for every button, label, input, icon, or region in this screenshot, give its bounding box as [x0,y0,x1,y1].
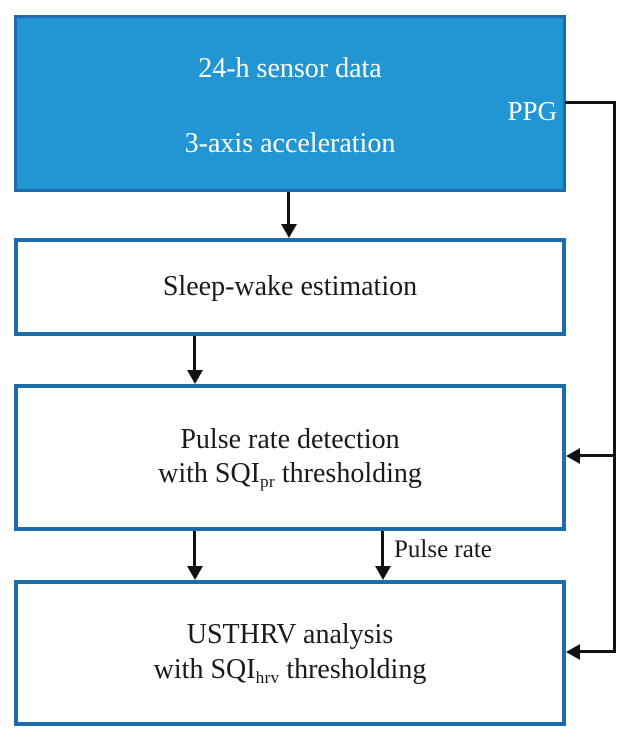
edge-source-to-sleepwake-line [287,192,290,226]
edge-pulse-to-usthrv-right-line [381,531,384,567]
node-pulse-line1: Pulse rate detection [180,423,400,455]
edge-ppg-to-usthrv-arrowhead [566,644,580,660]
node-sleep-wake-estimation[interactable]: Sleep-wake estimation [14,238,566,336]
node-sleepwake-line1: Sleep-wake estimation [162,270,418,302]
node-usthrv-line2-pre: with SQI [153,653,256,685]
edge-label-pulse-rate: Pulse rate [394,536,492,563]
edge-sleepwake-to-pulse-line [193,336,196,372]
edge-pulse-to-usthrv-left-line [193,531,196,567]
node-source-sensor-data[interactable]: 24-h sensor data 3-axis acceleration PPG [14,15,566,192]
edge-pulse-to-usthrv-left-arrowhead [187,566,203,580]
edge-ppg-to-pulse-arrowhead [566,448,580,464]
node-source-line1: 24-h sensor data [198,52,382,84]
node-source-ppg-label: PPG [507,96,557,126]
node-usthrv-line2-subscript: hrv [255,667,280,687]
node-source-line2: 3-axis acceleration [184,127,396,159]
node-pulse-rate-detection[interactable]: Pulse rate detection with SQIpr threshol… [14,384,566,531]
edge-ppg-out-stub [565,101,616,104]
edge-ppg-to-pulse-line [578,454,616,457]
edge-sleepwake-to-pulse-arrowhead [187,370,203,384]
node-usthrv-line1: USTHRV analysis [186,619,394,651]
node-pulse-line2: with SQIpr thresholding [158,457,422,492]
edge-ppg-to-usthrv-line [578,650,616,653]
node-pulse-line2-post: thresholding [274,458,422,490]
node-pulse-line2-subscript: pr [260,471,275,491]
node-usthrv-line2: with SQIhrv thresholding [154,653,427,688]
edge-source-to-sleepwake-arrowhead [281,224,297,238]
edge-ppg-vertical-bus [613,101,616,653]
node-usthrv-line2-post: thresholding [279,653,427,685]
node-usthrv-analysis[interactable]: USTHRV analysis with SQIhrv thresholding [14,580,566,726]
node-pulse-line2-pre: with SQI [158,458,261,490]
edge-pulse-to-usthrv-right-arrowhead [375,566,391,580]
